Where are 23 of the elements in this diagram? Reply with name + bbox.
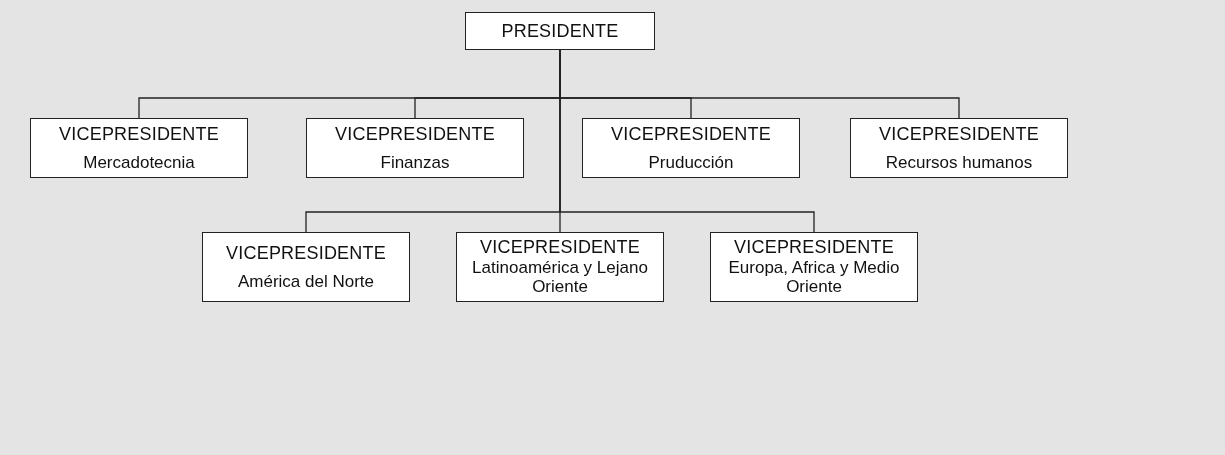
org-box bbox=[465, 12, 655, 50]
role-title: VICEPRESIDENTE bbox=[226, 242, 386, 264]
role-title: VICEPRESIDENTE bbox=[59, 123, 219, 145]
org-box bbox=[306, 118, 524, 178]
org-box bbox=[850, 118, 1068, 178]
role-title: VICEPRESIDENTE bbox=[879, 123, 1039, 145]
role-title: PRESIDENTE bbox=[501, 20, 619, 42]
department-name: Latinoamérica y Lejano Oriente bbox=[471, 257, 649, 297]
org-box bbox=[30, 118, 248, 178]
org-box bbox=[582, 118, 800, 178]
role-title: VICEPRESIDENTE bbox=[734, 237, 894, 258]
department-name: Mercadotecnia bbox=[83, 152, 195, 173]
department-name: Europa, Africa y Medio Oriente bbox=[727, 257, 901, 297]
department-name: América del Norte bbox=[237, 271, 375, 292]
org-box bbox=[710, 232, 918, 302]
department-name: Pruducción bbox=[648, 152, 734, 173]
org-box bbox=[202, 232, 410, 302]
department-name: Recursos humanos bbox=[885, 152, 1033, 173]
org-box bbox=[456, 232, 664, 302]
role-title: VICEPRESIDENTE bbox=[480, 237, 640, 258]
role-title: VICEPRESIDENTE bbox=[611, 123, 771, 145]
department-name: Finanzas bbox=[380, 152, 450, 173]
role-title: VICEPRESIDENTE bbox=[335, 123, 495, 145]
